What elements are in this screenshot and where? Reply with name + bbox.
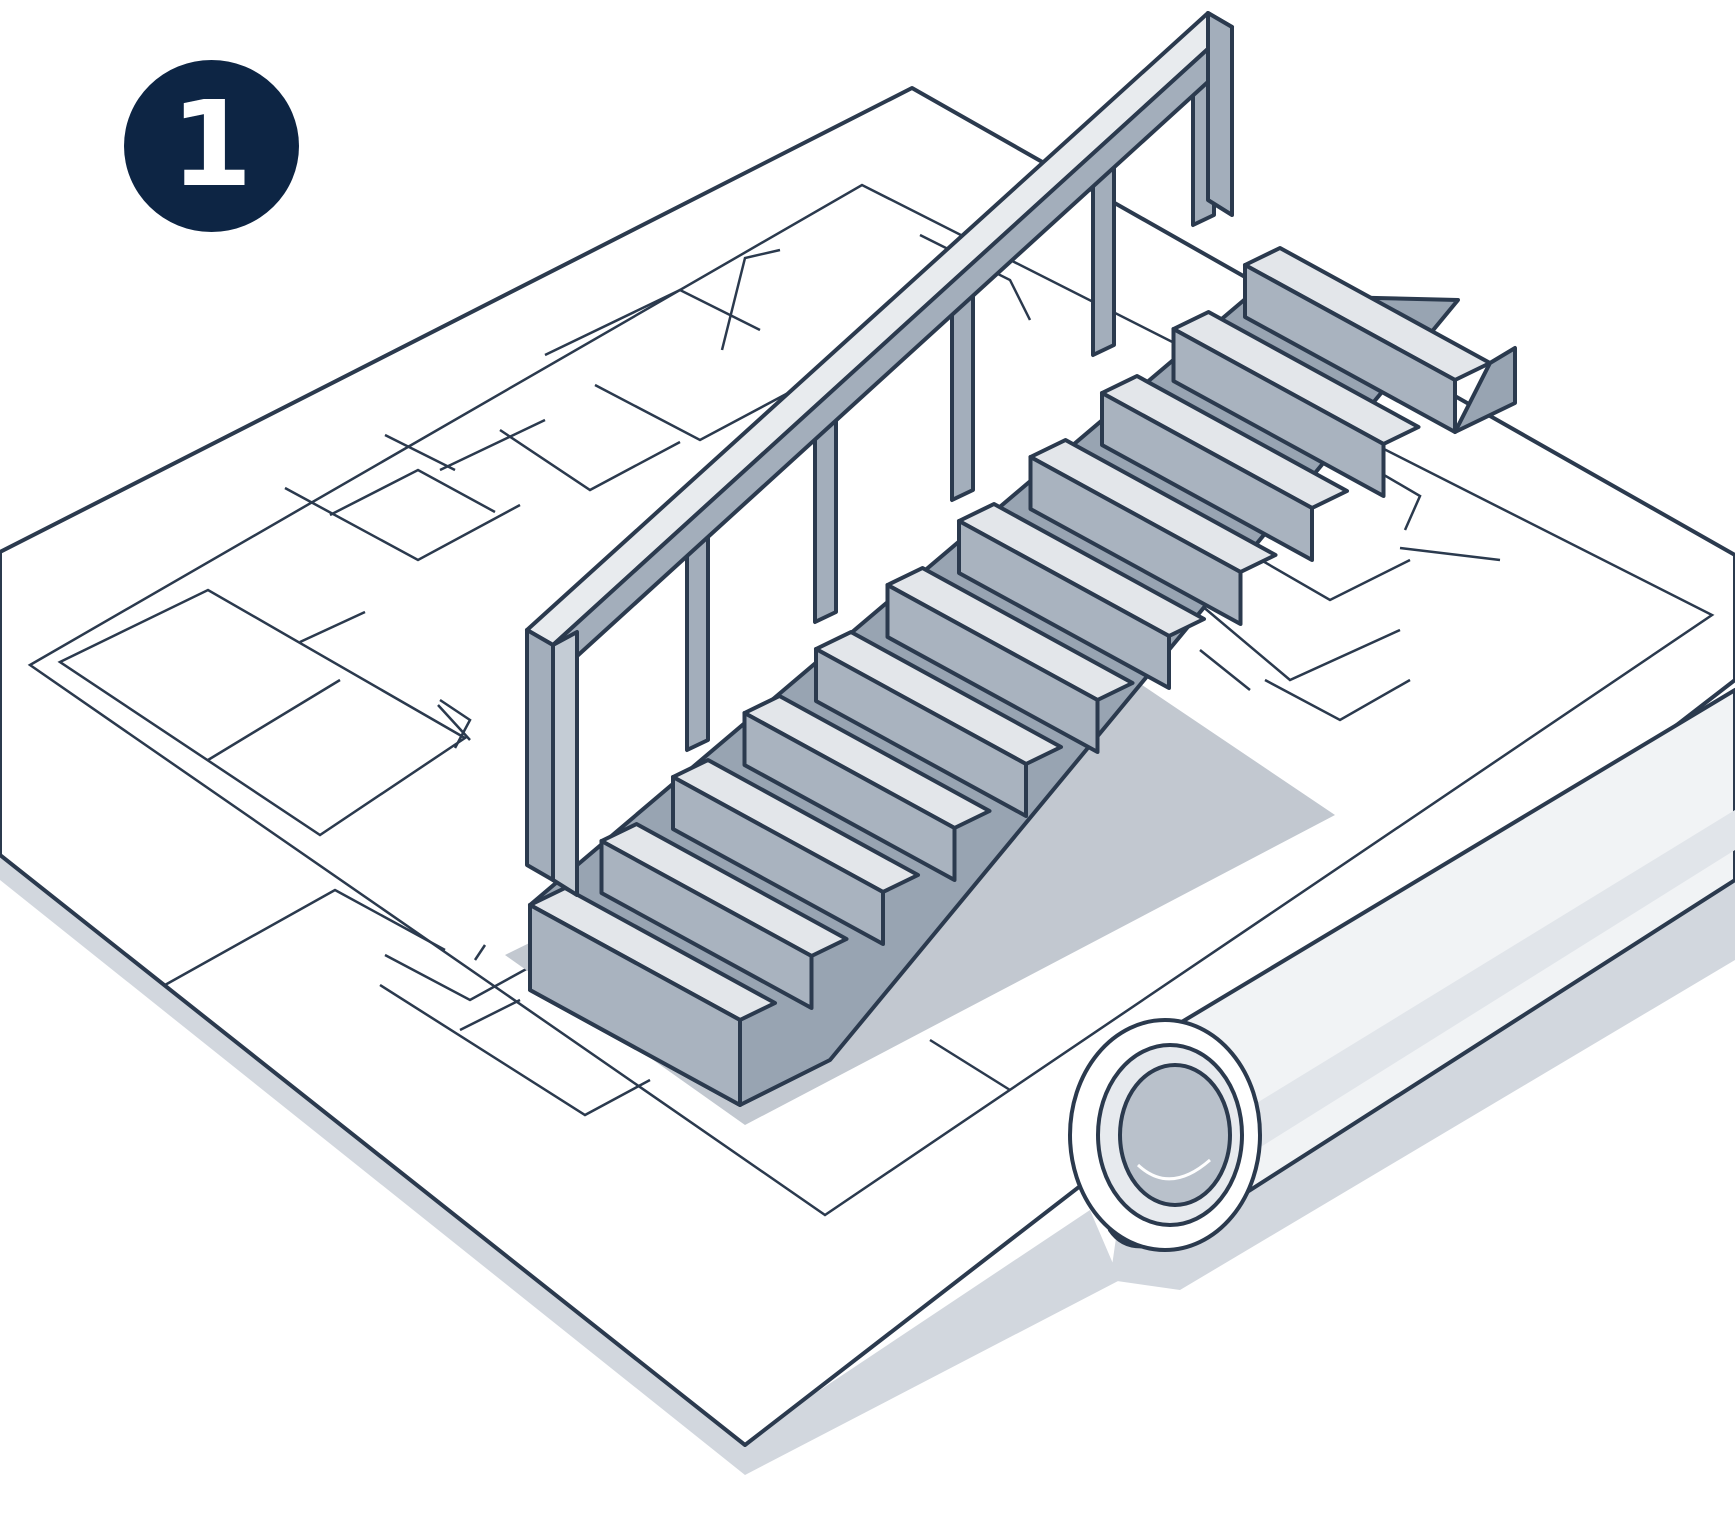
blueprint-roll-core-highlight bbox=[1136, 1158, 1211, 1181]
floor-plan-wall bbox=[164, 888, 446, 987]
floor-plan-wall bbox=[439, 698, 472, 749]
floor-plan-wall bbox=[473, 944, 487, 961]
stair-riser bbox=[671, 775, 885, 946]
floor-plan-wall bbox=[929, 1038, 1011, 1092]
floor-plan-border bbox=[27, 183, 1715, 1217]
floor-plan-wall bbox=[284, 486, 521, 562]
floor-plan-wall bbox=[1194, 599, 1401, 682]
baluster-1 bbox=[685, 523, 710, 752]
floor-plan-wall bbox=[437, 704, 471, 741]
stair-riser bbox=[1171, 327, 1386, 498]
floor-plan-wall bbox=[329, 468, 496, 517]
stair-riser bbox=[599, 839, 814, 1010]
floor-plan-room-1 bbox=[57, 588, 468, 837]
step-number-text: 1 bbox=[170, 75, 253, 213]
floor-plan-wall bbox=[1199, 649, 1251, 691]
floor-plan-wall bbox=[499, 428, 681, 492]
floor-plan-wall bbox=[720, 248, 781, 351]
stair-top-cap bbox=[1453, 346, 1517, 434]
step-number-badge: 1 bbox=[124, 60, 299, 232]
floor-plan-wall bbox=[384, 433, 456, 472]
blueprint-roll bbox=[1068, 688, 1735, 1290]
floor-plan-wall bbox=[299, 610, 366, 644]
staircase bbox=[525, 11, 1517, 1107]
handrail-post bbox=[525, 628, 555, 882]
handrail-top-post bbox=[1206, 11, 1234, 217]
floor-plan-wall bbox=[207, 678, 341, 762]
stair-riser bbox=[1028, 455, 1243, 626]
stair-riser bbox=[742, 711, 957, 882]
floor-plan-wall bbox=[1234, 543, 1411, 602]
baluster-3 bbox=[950, 283, 975, 502]
floor-plan-wall bbox=[1399, 546, 1501, 562]
handrail-post-front bbox=[551, 630, 579, 897]
stair-riser bbox=[885, 583, 1100, 754]
stair-riser bbox=[1100, 391, 1314, 562]
floor-plan-wall bbox=[439, 418, 546, 472]
blueprint-roll-highlight bbox=[1180, 810, 1735, 1185]
stair-riser bbox=[957, 519, 1171, 690]
floor-plan-wall bbox=[379, 983, 651, 1117]
floor-plan-wall bbox=[459, 998, 521, 1032]
stair-base-front bbox=[528, 903, 742, 1107]
blueprint-roll-core bbox=[1118, 1063, 1232, 1207]
stair-riser bbox=[814, 647, 1028, 818]
floor-plan-wall bbox=[594, 383, 791, 442]
floor-plan-wall bbox=[544, 288, 761, 357]
floor-plan-wall bbox=[1264, 678, 1411, 722]
baluster-2 bbox=[813, 413, 838, 624]
